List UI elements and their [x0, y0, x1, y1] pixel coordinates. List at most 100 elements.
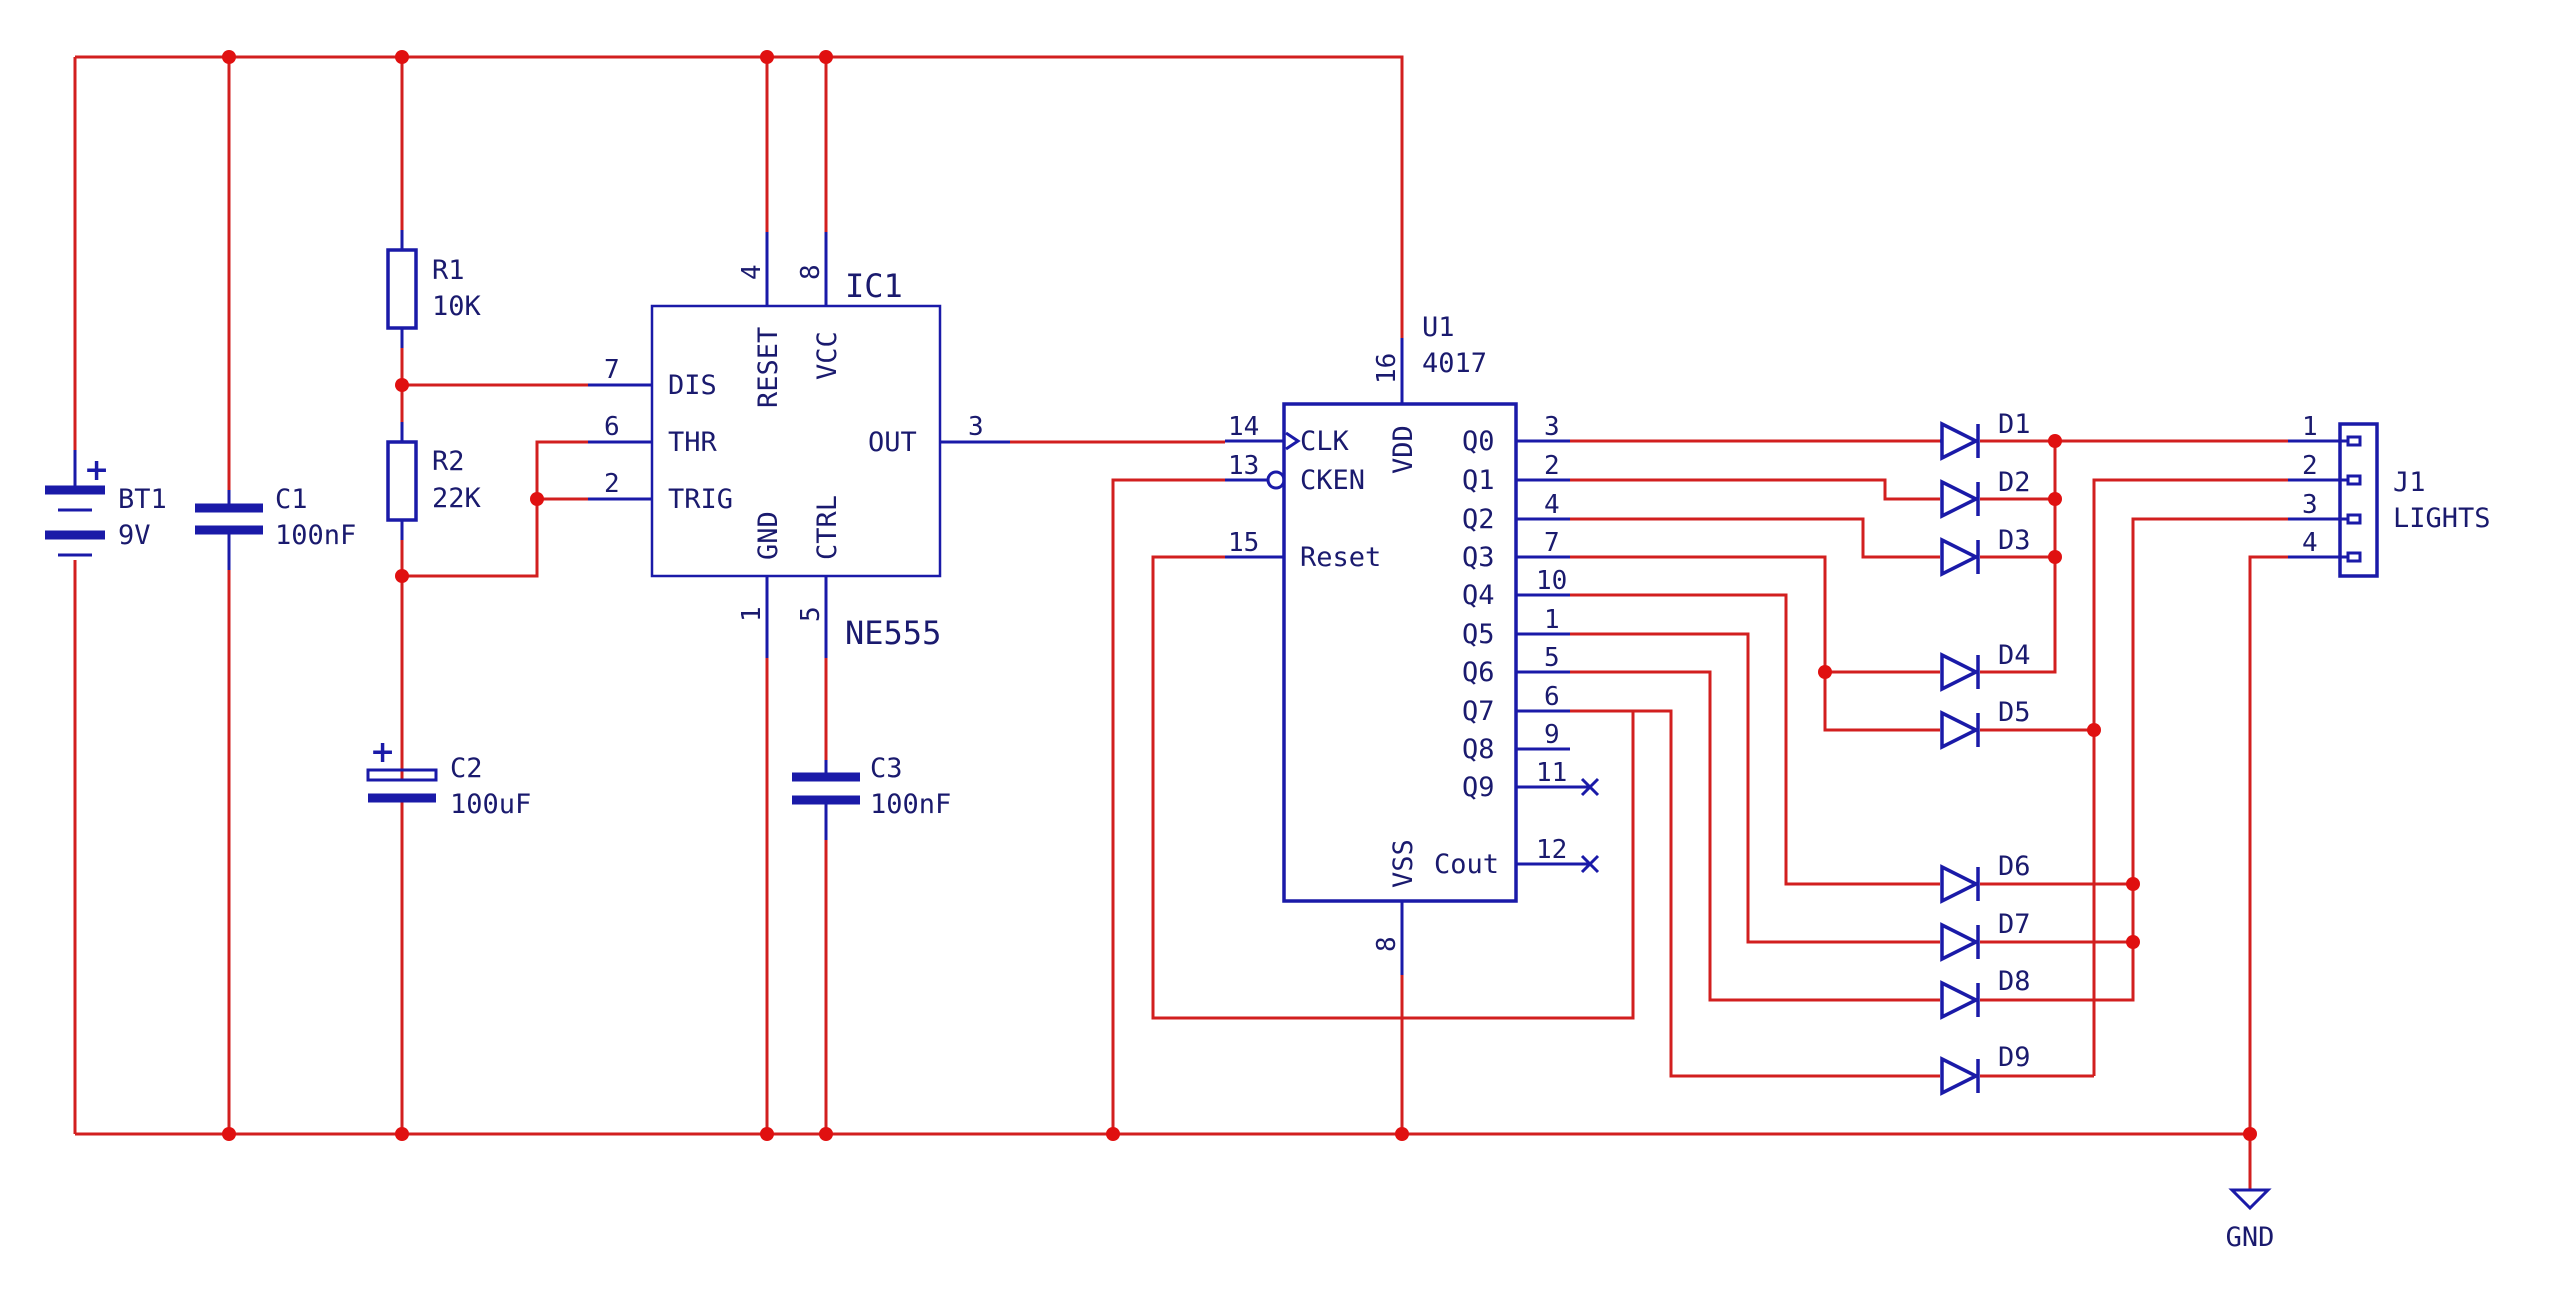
pin-num-gnd: 1: [737, 606, 767, 622]
pin-name-ctrl: CTRL: [812, 495, 843, 560]
connector-body: [2338, 422, 2379, 578]
wire-q6-d8: [1570, 670, 1940, 1002]
u1-4017: CLK CKEN Reset 14 13 15 VDD VSS 16 8 Q0 …: [1225, 312, 1600, 975]
diode-label: D5: [1998, 697, 2031, 728]
pin-num-q5: 1: [1544, 605, 1560, 635]
wire-d6-j1p3: [1980, 517, 2348, 1002]
diode-symbol: [1940, 710, 1980, 750]
pin-num-reset: 4: [737, 264, 767, 280]
junction-dot: [530, 492, 544, 506]
connector-contact: [2346, 513, 2362, 525]
diode-d4: D4: [1940, 640, 2031, 692]
pin-num-q3: 7: [1544, 528, 1560, 558]
diode-d3: D3: [1940, 525, 2031, 577]
junction-dot: [2087, 723, 2101, 737]
diode-label: D9: [1998, 1042, 2031, 1073]
diode-symbol: [1940, 922, 1980, 962]
junction-dot: [395, 50, 409, 64]
junction-dot: [2126, 935, 2140, 949]
pin-name-reset: RESET: [753, 327, 784, 408]
junction-dot: [2048, 492, 2062, 506]
pin-name-q8: Q8: [1462, 734, 1495, 765]
pin-num-clk: 14: [1228, 412, 1259, 442]
resistor-r1: R1 10K: [386, 230, 482, 348]
wire-q7-d9: [1570, 709, 1940, 1078]
junction-dot: [2048, 550, 2062, 564]
pin-name-thr: THR: [668, 427, 718, 458]
bt1-value: 9V: [118, 520, 151, 551]
wire-thr-trig: [402, 440, 588, 578]
wire-q1-d2: [1570, 478, 1940, 501]
capacitor-c1: C1 100nF: [195, 484, 356, 570]
pin-name-cout: Cout: [1434, 849, 1499, 880]
pin-name-q1: Q1: [1462, 465, 1495, 496]
diode-d8: D8: [1940, 966, 2031, 1020]
pin-num-out: 3: [968, 412, 984, 442]
wire-j1p4-gnd: [2248, 555, 2348, 1190]
pin-num-vss: 8: [1372, 936, 1402, 952]
junction-dot: [760, 1127, 774, 1141]
wire-q4-d6: [1570, 593, 1940, 886]
pin-name-cken: CKEN: [1300, 465, 1365, 496]
diode-label: D8: [1998, 966, 2031, 997]
junction-dot: [395, 378, 409, 392]
connector-contact: [2346, 474, 2362, 486]
j1-pin-number: 1: [2302, 412, 2318, 442]
ground-symbol: GND: [2226, 1188, 2275, 1253]
junction-dot: [760, 50, 774, 64]
wire-cken-gnd: [1111, 478, 1225, 1134]
ic1-value: NE555: [845, 614, 941, 652]
diode-label: D2: [1998, 467, 2031, 498]
j1-pin-number: 3: [2302, 490, 2318, 520]
pin-name-q2: Q2: [1462, 504, 1495, 535]
pin-name-trig: TRIG: [668, 484, 733, 515]
pin-name-out: OUT: [868, 427, 917, 458]
junction-dot: [819, 1127, 833, 1141]
j1-pin-number: 4: [2302, 528, 2318, 558]
c3-value: 100nF: [870, 789, 951, 820]
r1-ref: R1: [432, 255, 465, 286]
pin-num-vcc: 8: [796, 264, 826, 280]
junction-dot: [222, 50, 236, 64]
pin-name-q7: Q7: [1462, 696, 1495, 727]
u1-body: [1282, 402, 1518, 903]
inverted-bubble: [1266, 470, 1286, 490]
pin-name-q6: Q6: [1462, 657, 1495, 688]
pin-name-q4: Q4: [1462, 580, 1495, 611]
wire-q2-d3: [1570, 517, 1940, 559]
no-connect-icon: [1580, 854, 1600, 874]
j1-pin-number: 2: [2302, 451, 2318, 481]
pin-num-ctrl: 5: [796, 606, 826, 622]
pin-num-q1: 2: [1544, 451, 1560, 481]
junction-dot: [2048, 434, 2062, 448]
gnd-label: GND: [2226, 1222, 2275, 1253]
c1-value: 100nF: [275, 520, 356, 551]
diode-symbol: [1940, 652, 1980, 692]
pin-name-q0: Q0: [1462, 426, 1495, 457]
diode-label: D1: [1998, 409, 2031, 440]
c2-value: 100uF: [450, 789, 531, 820]
wires: [73, 55, 2348, 1190]
r2-value: 22K: [432, 483, 482, 514]
connector-j1: 1 2 3 4 J1 LIGHTS: [2288, 412, 2491, 578]
wire-d2-d3-bus: [1980, 441, 2057, 674]
resistor-body: [386, 440, 418, 522]
r1-value: 10K: [432, 291, 482, 322]
pin-name-q9: Q9: [1462, 772, 1495, 803]
pin-num-reset: 15: [1228, 528, 1259, 558]
r2-ref: R2: [432, 446, 465, 477]
pin-name-gnd: GND: [753, 511, 784, 560]
pin-num-q6: 5: [1544, 643, 1560, 673]
wire-q3-d4: [1570, 555, 1940, 674]
clock-marker: [1285, 431, 1301, 451]
pin-num-trig: 2: [604, 469, 620, 499]
capacitor-c3: C3 100nF: [792, 753, 951, 840]
junction-dot: [1395, 1127, 1409, 1141]
diode-symbol: [1940, 479, 1980, 519]
diodes: D1 D2 D3 D4 D5 D6 D7 D8: [1940, 409, 2031, 1096]
diode-d2: D2: [1940, 467, 2031, 519]
connector-contact: [2346, 551, 2362, 563]
pin-name-vcc: VCC: [812, 331, 843, 380]
diode-symbol: [1940, 980, 1980, 1020]
